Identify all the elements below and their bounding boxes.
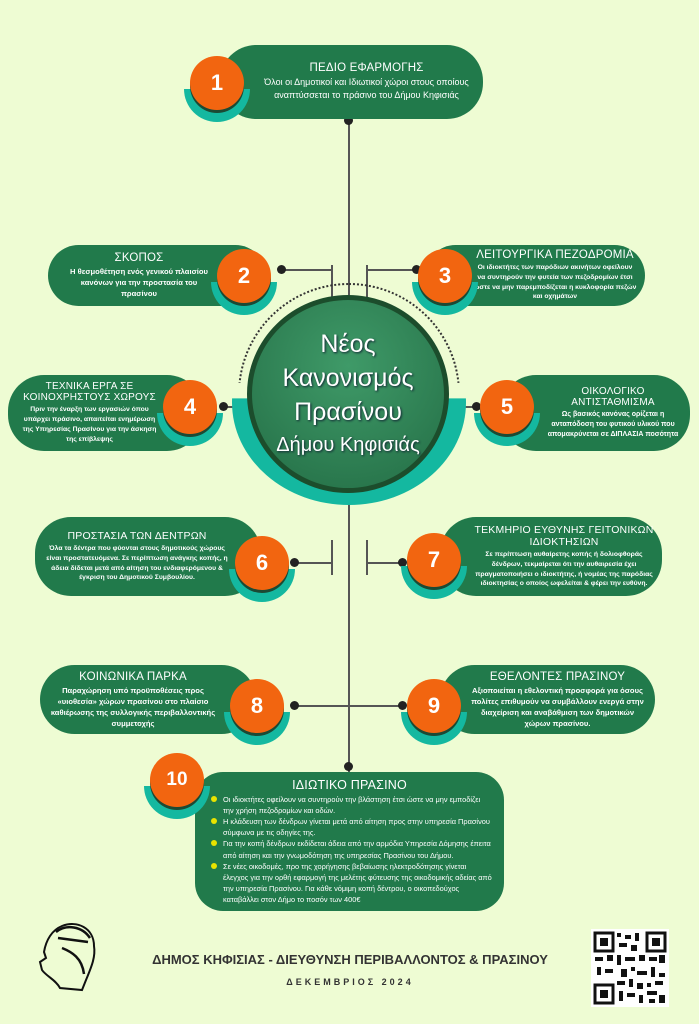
section-text: Όλα τα δέντρα που φύονται στους δημοτικο… — [46, 544, 228, 582]
section-title: ΤΕΚΜΗΡΙΟ ΕΥΘΥΝΗΣ ΓΕΙΤΟΝΙΚΩΝ ΙΔΙΟΚΤΗΣΙΩΝ — [474, 523, 654, 548]
menandros-logo — [38, 923, 96, 992]
center-title-line: Κανονισμός — [282, 364, 414, 393]
section-text: Όλοι οι Δημοτικοί και Ιδιωτικοί χώροι στ… — [264, 76, 469, 100]
section-number: 1 — [190, 56, 244, 110]
bullet-item: Για την κοπή δένδρων εκδίδεται άδεια από… — [211, 838, 492, 860]
section-badge-4: 4 — [157, 380, 223, 446]
qr-code-icon — [593, 931, 667, 1005]
section-badge-9: 9 — [401, 679, 467, 745]
section-text: Η θεσμοθέτηση ενός γενικού πλαισίου κανό… — [70, 267, 208, 298]
section-title: ΚΟΙΝΩΝΙΚΑ ΠΑΡΚΑ — [79, 670, 187, 683]
section-title: ΛΕΙΤΟΥΡΓΙΚΑ ΠΕΖΟΔΡΟΜΙΑ — [476, 248, 634, 261]
connector-line — [366, 269, 416, 271]
section-number: 2 — [217, 249, 271, 303]
bullet-item: Η κλάδευση των δένδρων γίνεται μετά από … — [211, 816, 492, 838]
footer-title: ΔΗΜΟΣ ΚΗΦΙΣΙΑΣ - ΔΙΕΥΘΥΝΣΗ ΠΕΡΙΒΑΛΛΟΝΤΟΣ… — [152, 952, 548, 967]
section-text: Παραχώρηση υπό προϋποθέσεις προς «υιοθεσ… — [50, 685, 216, 728]
center-title-line: Πρασίνου — [294, 397, 402, 426]
section-number: 9 — [407, 679, 461, 733]
section-badge-5: 5 — [474, 380, 540, 446]
section-number: 10 — [150, 753, 204, 807]
connector-dot — [472, 402, 481, 411]
section-badge-7: 7 — [401, 533, 467, 599]
connector-line — [331, 540, 333, 575]
section-text: Σε περίπτωση αυθαίρετης κοπής ή δολιοφθο… — [475, 550, 653, 588]
section-badge-2: 2 — [211, 249, 277, 315]
connector-dot — [398, 558, 407, 567]
connector-dot — [290, 701, 299, 710]
section-badge-10: 10 — [144, 753, 210, 819]
section-card-6: ΠΡΟΣΤΑΣΙΑ ΤΩΝ ΔΕΝΤΡΩΝ Όλα τα δέντρα που … — [35, 517, 261, 596]
connector-line — [295, 705, 403, 707]
bullet-item: Σε νέες οικοδομές, προ της χορήγησης βεβ… — [211, 861, 492, 905]
section-card-7: ΤΕΚΜΗΡΙΟ ΕΥΘΥΝΗΣ ΓΕΙΤΟΝΙΚΩΝ ΙΔΙΟΚΤΗΣΙΩΝ … — [440, 517, 662, 596]
section-number: 6 — [235, 536, 289, 590]
section-number: 4 — [163, 380, 217, 434]
section-title: ΠΕΔΙΟ ΕΦΑΡΜΟΓΗΣ — [309, 61, 424, 74]
connector-line — [282, 269, 332, 271]
section-badge-8: 8 — [224, 679, 290, 745]
center-title-line: Νέος — [320, 330, 376, 359]
connector-line — [295, 562, 332, 564]
section-number: 5 — [480, 380, 534, 434]
section-title: ΟΙΚΟΛΟΓΙΚΟ ΑΝΤΙΣΤΑΘΜΙΣΜΑ — [571, 385, 655, 408]
section-card-1: ΠΕΔΙΟ ΕΦΑΡΜΟΓΗΣ Όλοι οι Δημοτικοί και Ιδ… — [220, 45, 483, 119]
section-text: Ως βασικός κανόνας ορίζεται η ανταπόδοση… — [547, 410, 679, 439]
section-card-10: ΙΔΙΩΤΙΚΟ ΠΡΑΣΙΝΟ Οι ιδιοκτήτες οφείλουν … — [195, 772, 504, 911]
center-subtitle: Δήμου Κηφισιάς — [276, 433, 420, 456]
section-badge-1: 1 — [184, 56, 250, 122]
section-title: ΙΔΙΩΤΙΚΟ ΠΡΑΣΙΝΟ — [292, 778, 407, 792]
bullet-list: Οι ιδιοκτήτες οφείλουν να συντηρούν την … — [207, 794, 492, 905]
center-title-circle: Νέος Κανονισμός Πρασίνου Δήμου Κηφισιάς — [247, 295, 449, 493]
section-title: ΤΕΧΝΙΚΑ ΕΡΓΑ ΣΕ ΚΟΙΝΟΧΡΗΣΤΟΥΣ ΧΩΡΟΥΣ — [23, 381, 156, 404]
connector-dot — [344, 116, 353, 125]
section-number: 3 — [418, 249, 472, 303]
section-text: Πριν την έναρξη των εργασιών όπου υπάρχε… — [22, 406, 157, 443]
section-title: ΕΘΕΛΟΝΤΕΣ ΠΡΑΣΙΝΟΥ — [489, 670, 626, 683]
section-card-8: ΚΟΙΝΩΝΙΚΑ ΠΑΡΚΑ Παραχώρηση υπό προϋποθέσ… — [40, 665, 256, 734]
section-title: ΣΚΟΠΟΣ — [114, 252, 164, 264]
connector-dot — [398, 701, 407, 710]
section-title: ΠΡΟΣΤΑΣΙΑ ΤΩΝ ΔΕΝΤΡΩΝ — [67, 529, 207, 542]
section-card-9: ΕΘΕΛΟΝΤΕΣ ΠΡΑΣΙΝΟΥ Αξιοποιείται η εθελον… — [440, 665, 655, 734]
connector-dot — [277, 265, 286, 274]
section-text: Αξιοποιείται η εθελοντική προσφορά για ό… — [471, 685, 644, 728]
section-number: 8 — [230, 679, 284, 733]
connector-line — [366, 540, 368, 575]
connector-dot — [219, 402, 228, 411]
bullet-item: Οι ιδιοκτήτες οφείλουν να συντηρούν την … — [211, 794, 492, 816]
section-badge-6: 6 — [229, 536, 295, 602]
section-number: 7 — [407, 533, 461, 587]
connector-dot — [412, 265, 421, 274]
connector-dot — [290, 558, 299, 567]
section-badge-3: 3 — [412, 249, 478, 315]
footer-date: ΔΕΚΕΜΒΡΙΟΣ 2024 — [286, 977, 414, 987]
connector-dot — [344, 762, 353, 771]
section-text: Οι ιδιοκτήτες των παρόδιων ακινήτων οφεί… — [473, 263, 637, 301]
qr-code[interactable] — [591, 929, 669, 1007]
connector-line — [366, 562, 403, 564]
